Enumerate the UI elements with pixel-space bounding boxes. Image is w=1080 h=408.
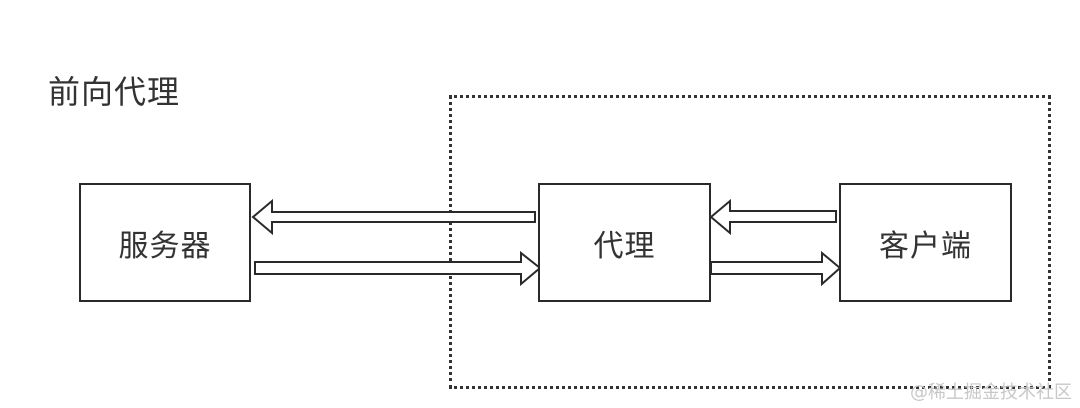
forward-proxy-boundary — [449, 95, 1051, 389]
watermark: @稀土掘金技术社区 — [910, 382, 1072, 403]
proxy-node: 代理 — [538, 183, 711, 302]
client-node: 客户端 — [839, 183, 1012, 302]
arrow-proxy-to-server — [251, 198, 536, 236]
arrow-client-to-proxy — [709, 198, 837, 236]
arrow-proxy-to-client — [710, 250, 842, 287]
proxy-label: 代理 — [593, 228, 656, 264]
client-label: 客户端 — [879, 228, 972, 264]
server-node: 服务器 — [79, 183, 251, 302]
arrow-server-to-proxy — [254, 250, 542, 287]
diagram-title: 前向代理 — [48, 73, 181, 111]
server-label: 服务器 — [118, 228, 212, 264]
